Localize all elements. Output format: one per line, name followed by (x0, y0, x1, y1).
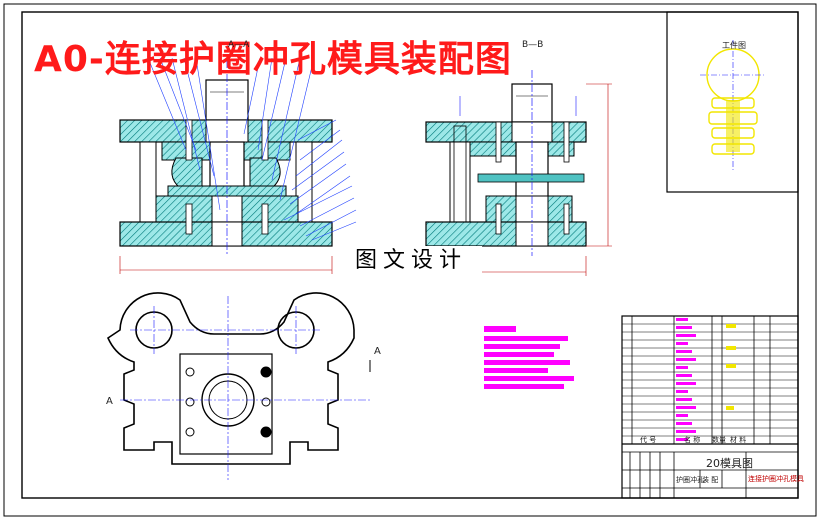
section-arrow-label-left: A (106, 396, 113, 407)
drawing-number: 20模具图 (706, 457, 753, 470)
side-section-view (425, 70, 612, 276)
parts-row-name-mark (676, 390, 688, 393)
inner-border (21, 11, 799, 499)
drawing-title: A0-连接护圈冲孔模具装配图 (34, 39, 512, 80)
column-header-name: 名 称 (684, 436, 701, 444)
footer-mid-text: 装 配 (702, 476, 719, 484)
title-block (622, 443, 798, 498)
front-section-view (119, 57, 357, 274)
workpiece-view (666, 11, 799, 193)
parts-row-name-mark (676, 318, 688, 321)
parts-row-name-mark (676, 374, 692, 377)
plan-view (106, 292, 355, 465)
technical-notes (484, 326, 574, 389)
outer-border (3, 3, 817, 517)
footer-right-text: 连接护圈冲孔模具 (748, 475, 804, 483)
parts-row-name-mark (676, 358, 696, 361)
footer-left-text: 护圈冲孔 (676, 476, 704, 484)
plan-centerlines (120, 296, 372, 480)
parts-row-name-mark (676, 430, 696, 433)
parts-row-name-mark (676, 382, 696, 385)
parts-row-name-mark (676, 342, 688, 345)
parts-list-yellow-marks (726, 324, 736, 410)
column-header-qty: 数量 (712, 436, 726, 444)
parts-row-name-mark (676, 438, 688, 441)
workpiece-label: 工件图 (722, 41, 746, 50)
parts-row-name-mark (676, 350, 692, 353)
parts-row-name-mark (676, 406, 696, 409)
parts-row-name-mark (676, 366, 688, 369)
section-arrow-label-right: A (374, 346, 381, 357)
section-label-a: A—A (228, 40, 250, 50)
parts-row-name-mark (676, 422, 692, 425)
parts-row-name-mark (676, 414, 688, 417)
column-header-code: 代 号 (640, 436, 657, 444)
parts-rows (622, 318, 798, 445)
section-label-b: B—B (522, 40, 544, 50)
column-header-material: 材 料 (730, 436, 747, 444)
parts-row-name-mark (676, 398, 692, 401)
parts-row-name-mark (676, 326, 692, 329)
parts-row-name-mark (676, 334, 696, 337)
watermark-text: 图文设计 (340, 246, 482, 276)
